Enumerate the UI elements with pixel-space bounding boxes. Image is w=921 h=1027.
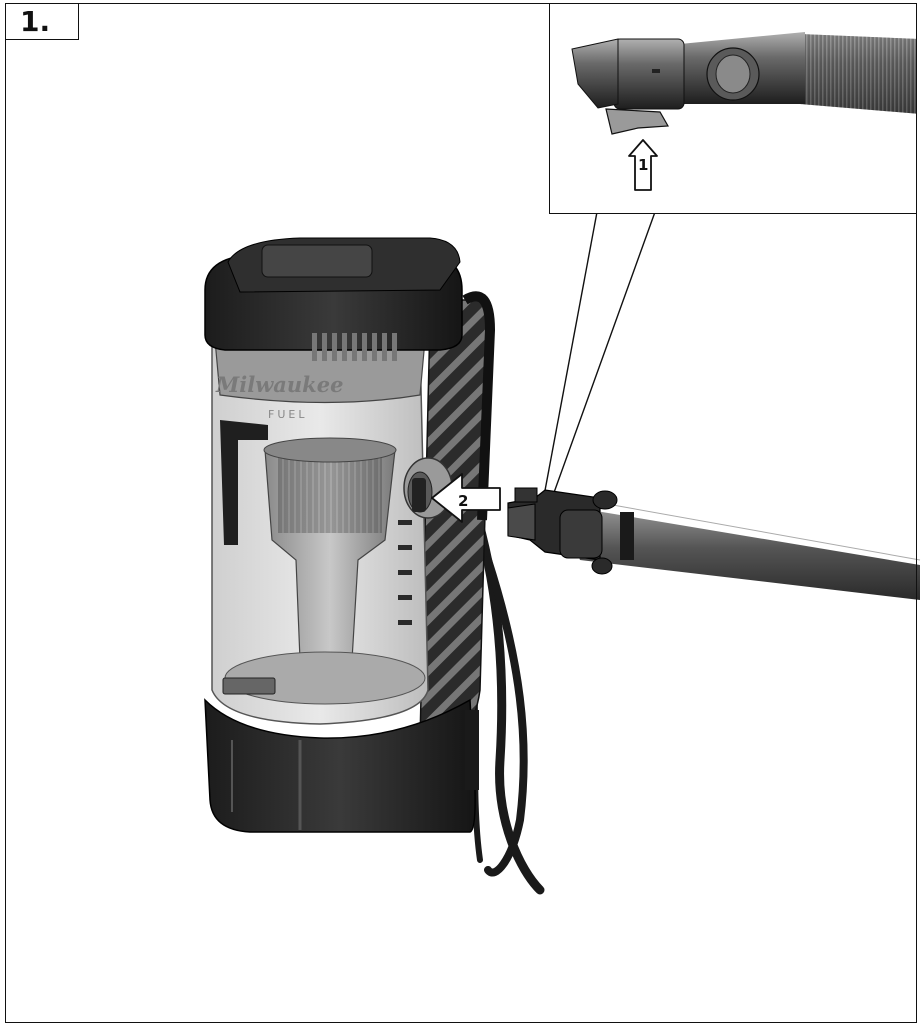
vacuum-canister bbox=[211, 339, 429, 725]
logo-text: Milwaukee bbox=[215, 372, 343, 397]
brand-logo: Milwaukee FUEL bbox=[215, 372, 343, 421]
inset-illustration: 1 bbox=[571, 32, 916, 191]
detail-inset: 1 bbox=[549, 4, 916, 214]
motor-head bbox=[204, 237, 463, 361]
figure-frame: 1. bbox=[5, 3, 917, 1023]
insert-arrow: 2 bbox=[431, 473, 501, 523]
step-number: 1. bbox=[20, 5, 51, 38]
step-number-box: 1. bbox=[6, 4, 79, 40]
vacuum-base bbox=[204, 698, 479, 833]
leader-lines bbox=[540, 211, 656, 513]
hose-assembly bbox=[507, 487, 921, 600]
backpack-frame bbox=[419, 291, 496, 741]
callout-2: 2 bbox=[458, 492, 468, 510]
sublogo-text: FUEL bbox=[268, 408, 307, 421]
callout-1: 1 bbox=[638, 156, 648, 174]
